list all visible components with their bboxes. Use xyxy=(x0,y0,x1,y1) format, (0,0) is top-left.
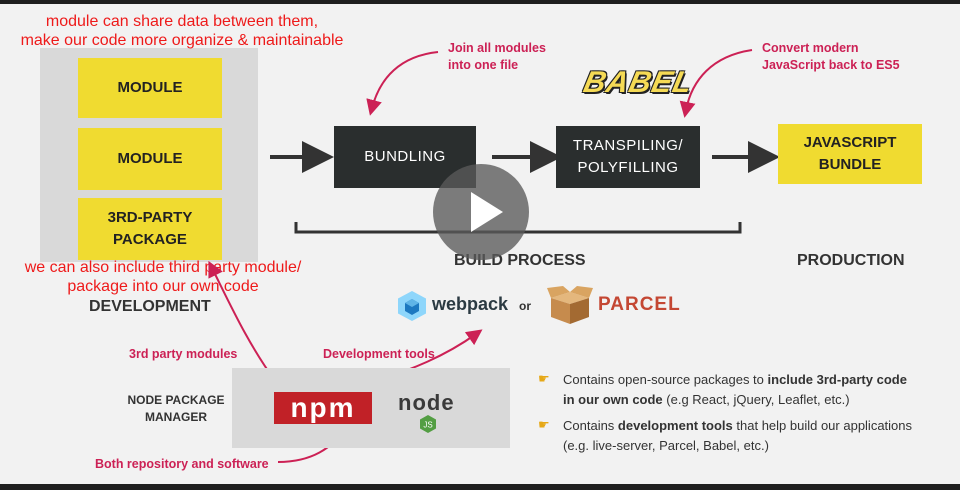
bullet-item-2: Contains development tools that help bui… xyxy=(563,416,913,455)
bullet-hand-icon: ☛ xyxy=(538,417,550,432)
slide-canvas: MODULE MODULE 3RD-PARTY PACKAGE DEVELOPM… xyxy=(0,4,960,484)
bullet-2-text-end: that help build our applications (e.g. l… xyxy=(563,418,913,453)
node-logo: node xyxy=(398,390,455,415)
bundling-note: Join all modules into one file xyxy=(448,41,546,72)
webpack-cube-icon xyxy=(398,291,426,321)
third-party-package-box: 3RD-PARTY PACKAGE xyxy=(78,198,222,260)
bullet-hand-icon: ☛ xyxy=(538,371,550,386)
babel-logo: BABEL xyxy=(580,66,696,99)
bullet-2-bold: development tools xyxy=(617,418,733,433)
svg-text:JS: JS xyxy=(423,421,432,430)
node-hexagon-icon: JS xyxy=(420,415,436,433)
bullet-1-text-end: (e.g React, jQuery, Leaflet, etc.) xyxy=(662,391,850,407)
production-label: PRODUCTION xyxy=(797,252,905,269)
transpiling-box: TRANSPILING/ POLYFILLING xyxy=(556,126,700,188)
both-repository-note: Both repository and software xyxy=(95,457,269,471)
arrow-convert-note xyxy=(679,49,753,118)
bullet-1-text: Contains open-source packages to xyxy=(563,372,768,387)
play-icon xyxy=(471,192,503,232)
arrow-join-note xyxy=(366,51,439,116)
module-box-1: MODULE xyxy=(78,58,222,118)
parcel-logo-text: PARCEL xyxy=(598,294,681,315)
or-text: or xyxy=(519,299,531,313)
arrow-third-party xyxy=(208,260,277,383)
npm-logo: npm xyxy=(274,392,372,424)
bullet-item-1: Contains open-source packages to include… xyxy=(563,370,913,409)
note-top: module can share data between them, make… xyxy=(20,13,344,50)
npm-label: NODE PACKAGE MANAGER xyxy=(127,393,225,425)
development-label: DEVELOPMENT xyxy=(89,298,211,315)
transpiling-note: Convert modern JavaScript back to ES5 xyxy=(762,41,900,72)
module-box-2: MODULE xyxy=(78,128,222,190)
bullet-2-text: Contains xyxy=(563,418,618,433)
third-party-modules-note: 3rd party modules xyxy=(129,347,238,361)
parcel-box-icon xyxy=(547,286,593,324)
video-play-button[interactable] xyxy=(433,164,529,260)
webpack-logo-text: webpack xyxy=(432,294,509,314)
video-bottom-bar xyxy=(0,484,960,490)
development-tools-note: Development tools xyxy=(323,347,435,361)
javascript-bundle-box: JAVASCRIPT BUNDLE xyxy=(778,124,922,184)
bullet-1-bold: include 3rd-party code in our own code xyxy=(563,372,907,407)
